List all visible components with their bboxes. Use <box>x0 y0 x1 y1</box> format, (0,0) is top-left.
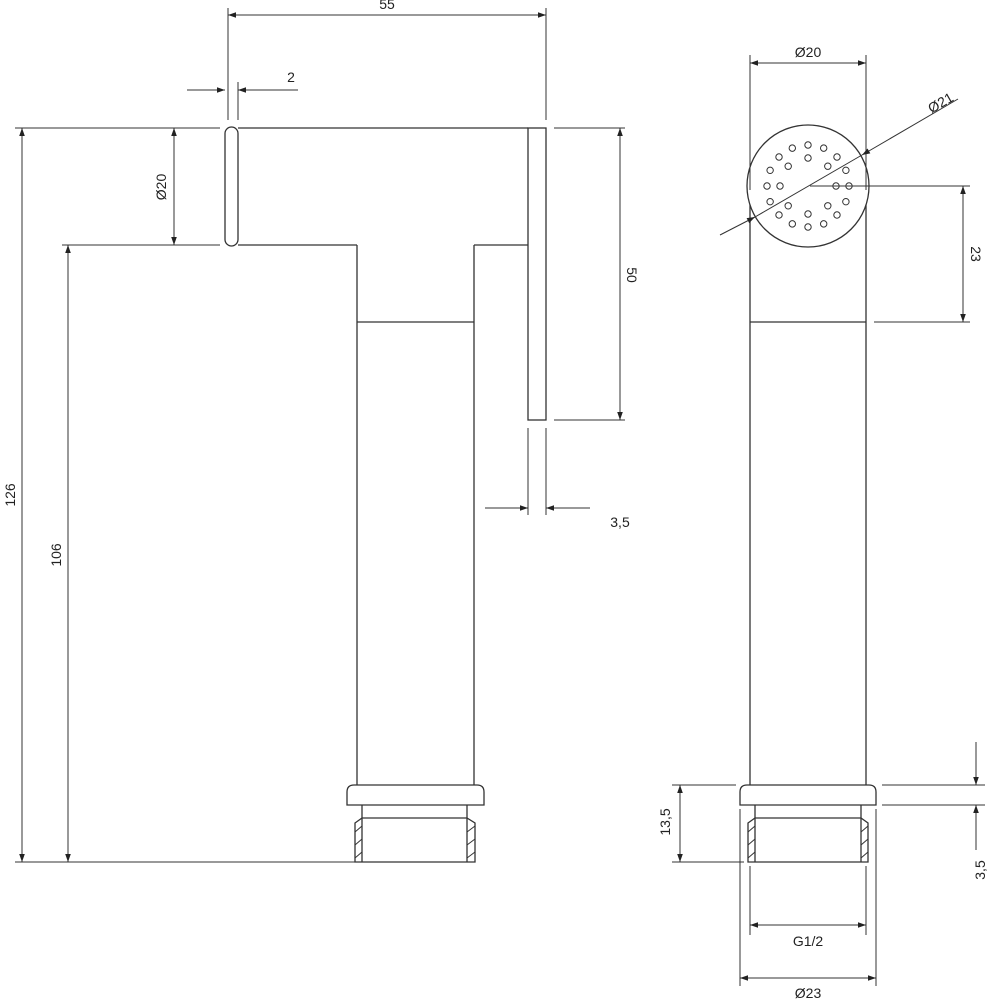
dim-label-55: 55 <box>379 0 395 12</box>
spray-hole <box>784 162 792 170</box>
spray-hole <box>784 202 792 210</box>
dim-label-3-5-nut: 3,5 <box>972 860 988 880</box>
dimension-g1-2: G1/2 <box>749 866 867 949</box>
dimension-50: 50 <box>554 127 640 421</box>
dim-label-2: 2 <box>287 69 295 85</box>
dimension-13-5: 13,5 <box>657 784 744 863</box>
spray-hole <box>804 210 812 218</box>
spray-hole <box>788 220 797 228</box>
spray-hole <box>804 154 812 162</box>
side-view: 55 2 Ø20 126 106 50 3,5 <box>2 0 640 863</box>
spray-hole <box>833 153 841 161</box>
dim-label-106: 106 <box>48 543 64 567</box>
spray-hole <box>788 144 797 152</box>
front-view: Ø20 Ø21 23 13,5 3,5 G1/2 Ø2 <box>657 44 988 1000</box>
dimension-d20-side: Ø20 <box>62 127 220 246</box>
dim-label-d20-side: Ø20 <box>153 174 169 201</box>
spray-hole <box>775 153 783 161</box>
spray-hole <box>804 141 812 149</box>
spray-hole <box>819 220 828 228</box>
dim-label-d23: Ø23 <box>795 985 822 1000</box>
spray-hole <box>842 166 850 175</box>
dimension-23: 23 <box>810 185 984 323</box>
spray-hole <box>766 166 774 175</box>
dimension-d23: Ø23 <box>739 809 877 1000</box>
spray-hole <box>804 223 812 231</box>
dim-label-d20-front: Ø20 <box>795 44 822 60</box>
dimension-2: 2 <box>187 69 298 120</box>
dim-label-3-5-plate: 3,5 <box>610 514 630 530</box>
dim-label-d21: Ø21 <box>925 89 956 116</box>
spray-hole <box>763 182 771 190</box>
spray-hole <box>833 211 841 219</box>
faucet-side-outline <box>224 126 547 863</box>
spray-hole <box>819 144 828 152</box>
dim-label-126: 126 <box>2 483 18 507</box>
dim-label-50: 50 <box>624 267 640 283</box>
dim-label-23: 23 <box>968 246 984 262</box>
dim-label-g1-2: G1/2 <box>793 933 824 949</box>
spray-hole <box>824 162 832 170</box>
spray-hole <box>842 197 850 206</box>
spray-hole <box>766 197 774 206</box>
dimension-3-5-nut: 3,5 <box>882 742 988 880</box>
dimension-3-5-plate: 3,5 <box>485 428 630 530</box>
faucet-front-outline <box>739 190 877 863</box>
dimension-106: 106 <box>48 245 71 862</box>
spray-hole <box>824 202 832 210</box>
dimension-d20-front: Ø20 <box>749 44 867 190</box>
spray-hole <box>776 182 784 190</box>
dimension-55: 55 <box>227 0 547 120</box>
spray-hole <box>775 211 783 219</box>
dim-label-13-5: 13,5 <box>657 808 673 835</box>
dimension-126: 126 <box>2 127 355 863</box>
